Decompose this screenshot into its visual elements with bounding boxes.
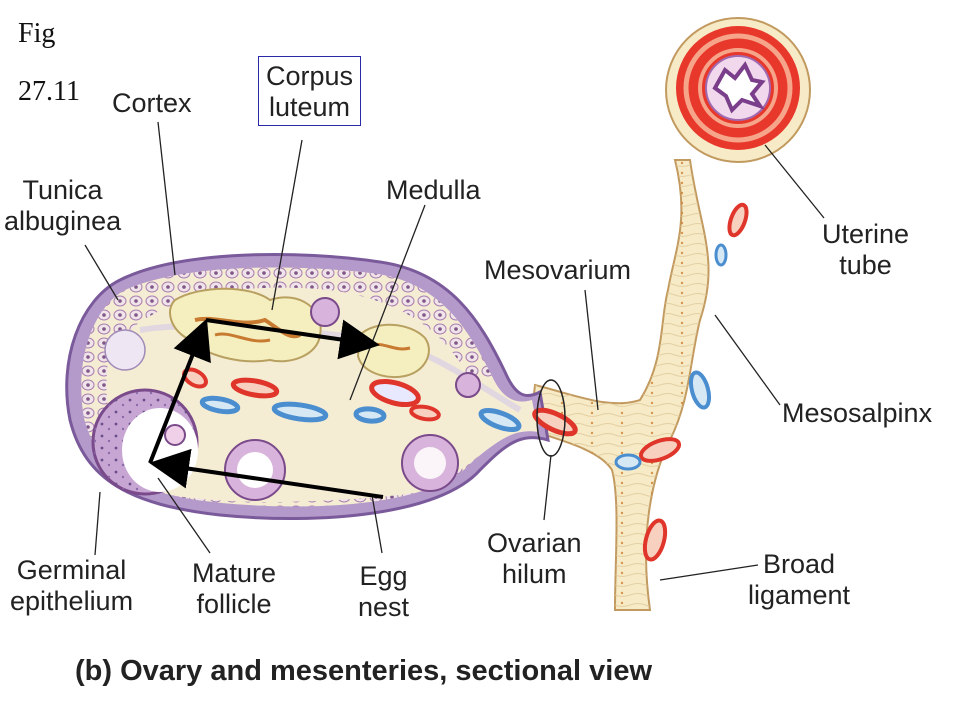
label-medulla: Medulla (386, 175, 481, 205)
label-mature-follicle: Mature follicle (192, 558, 277, 619)
label-mesovarium: Mesovarium (484, 255, 632, 285)
label-uterine-tube: Uterine tube (822, 219, 910, 280)
figure-number-line2: 27.11 (18, 76, 80, 107)
label-corpus-luteum: Corpus luteum (258, 56, 362, 126)
ovary (65, 253, 578, 521)
uterine-tube-section (665, 17, 811, 163)
leader-lines (84, 121, 825, 581)
figure-caption: (b) Ovary and mesenteries, sectional vie… (75, 655, 653, 687)
mesosalpinx-ligament (528, 159, 749, 611)
arrow-egg-to-follicle (149, 448, 384, 499)
label-tunica-albuginea: Tunica albuginea (4, 175, 122, 236)
label-egg-nest: Egg nest (358, 561, 410, 622)
follicle-sequence-arrows (148, 318, 384, 499)
figure-number-line1: Fig (18, 18, 56, 49)
label-cortex: Cortex (112, 88, 192, 118)
arrow-luteum-to-albicans (205, 318, 380, 360)
label-broad-ligament: Broad ligament (748, 549, 851, 610)
label-ovarian-hilum: Ovarian hilum (487, 528, 582, 589)
label-germinal-epithelium: Germinal epithelium (10, 555, 134, 616)
label-mesosalpinx: Mesosalpinx (782, 398, 933, 428)
arrow-follicle-to-luteum (148, 318, 211, 464)
